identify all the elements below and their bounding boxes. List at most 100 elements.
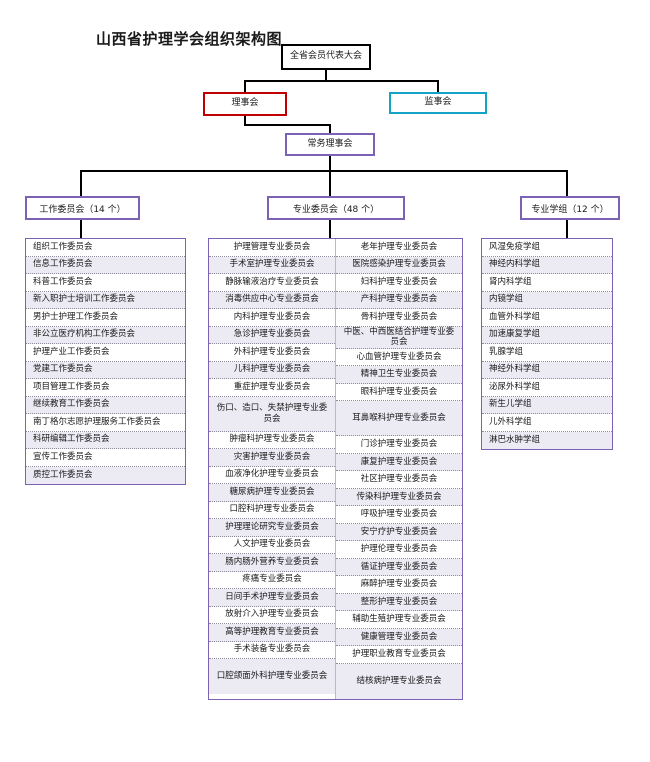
professional-committee-item[interactable]: 人文护理专业委员会 <box>209 537 335 554</box>
professional-committee-item[interactable]: 伤口、造口、失禁护理专业委员会 <box>209 396 335 432</box>
professional-group-item[interactable]: 加速康复学组 <box>482 326 612 344</box>
professional-committee-item[interactable]: 手术装备专业委员会 <box>209 642 335 659</box>
node-supervisory-board[interactable]: 监事会 <box>389 92 487 114</box>
table-professional-groups: 风湿免疫学组神经内科学组肾内科学组内镜学组血管外科学组加速康复学组乳腺学组神经外… <box>481 238 613 450</box>
professional-committee-item[interactable]: 口腔科护理专业委员会 <box>209 502 335 519</box>
section-header-work-committees-label: 工作委员会（14 个） <box>39 204 126 215</box>
section-header-professional-groups-label: 专业学组（12 个） <box>531 204 609 215</box>
connector-sections-bus <box>80 170 567 172</box>
professional-group-item[interactable]: 新生儿学组 <box>482 396 612 414</box>
professional-committee-item[interactable]: 外科护理专业委员会 <box>209 344 335 362</box>
professional-committee-item[interactable]: 护理职业教育专业委员会 <box>336 646 462 664</box>
professional-committee-item[interactable]: 内科护理专业委员会 <box>209 309 335 327</box>
node-standing-council-label: 常务理事会 <box>307 138 353 149</box>
professional-committee-item[interactable]: 口腔颌面外科护理专业委员会 <box>209 659 335 694</box>
professional-group-item[interactable]: 儿外科学组 <box>482 414 612 432</box>
node-council[interactable]: 理事会 <box>203 92 287 116</box>
work-committee-item[interactable]: 质控工作委员会 <box>26 466 185 484</box>
professional-committee-item[interactable]: 护理管理专业委员会 <box>209 239 335 257</box>
professional-committee-item[interactable]: 日间手术护理专业委员会 <box>209 589 335 607</box>
professional-committee-item[interactable]: 康复护理专业委员会 <box>336 453 462 472</box>
node-council-label: 理事会 <box>231 98 259 109</box>
professional-committee-item[interactable]: 护理理论研究专业委员会 <box>209 519 335 537</box>
connector-council-down <box>244 116 246 126</box>
professional-committee-item[interactable]: 辅助生殖护理专业委员会 <box>336 611 462 629</box>
professional-group-item[interactable]: 神经外科学组 <box>482 361 612 379</box>
connector-to-group-section <box>566 170 568 196</box>
work-committee-item[interactable]: 新入职护士培训工作委员会 <box>26 291 185 309</box>
connector-assembly-down <box>325 70 327 82</box>
professional-committee-item[interactable]: 手术室护理专业委员会 <box>209 256 335 274</box>
professional-committee-item[interactable]: 循证护理专业委员会 <box>336 558 462 577</box>
connector-assembly-bus <box>244 80 438 82</box>
professional-group-item[interactable]: 血管外科学组 <box>482 309 612 327</box>
work-committee-item[interactable]: 信息工作委员会 <box>26 256 185 274</box>
professional-group-item[interactable]: 风湿免疫学组 <box>482 239 612 257</box>
professional-group-item[interactable]: 泌尿外科学组 <box>482 379 612 397</box>
professional-group-item[interactable]: 乳腺学组 <box>482 344 612 362</box>
professional-committee-item[interactable]: 门诊护理专业委员会 <box>336 436 462 454</box>
professional-committee-item[interactable]: 急诊护理专业委员会 <box>209 326 335 344</box>
table-professional-committees-column-right: 老年护理专业委员会医院感染护理专业委员会妇科护理专业委员会产科护理专业委员会骨科… <box>335 239 462 699</box>
work-committee-item[interactable]: 继续教育工作委员会 <box>26 396 185 414</box>
work-committee-item[interactable]: 科普工作委员会 <box>26 274 185 292</box>
table-work-committees-column: 组织工作委员会信息工作委员会科普工作委员会新入职护士培训工作委员会男护士护理工作… <box>26 239 185 484</box>
professional-committee-item[interactable]: 社区护理专业委员会 <box>336 471 462 489</box>
work-committee-item[interactable]: 男护士护理工作委员会 <box>26 309 185 327</box>
professional-committee-item[interactable]: 精神卫生专业委员会 <box>336 366 462 384</box>
node-general-assembly-label: 全省会员代表大会 <box>289 51 362 62</box>
professional-committee-item[interactable]: 麻醉护理专业委员会 <box>336 576 462 594</box>
professional-committee-item[interactable]: 健康管理专业委员会 <box>336 628 462 647</box>
professional-committee-item[interactable]: 放射介入护理专业委员会 <box>209 607 335 624</box>
professional-committee-item[interactable]: 传染科护理专业委员会 <box>336 488 462 507</box>
work-committee-item[interactable]: 护理产业工作委员会 <box>26 344 185 362</box>
node-general-assembly[interactable]: 全省会员代表大会 <box>281 44 371 70</box>
work-committee-item[interactable]: 宣传工作委员会 <box>26 449 185 467</box>
professional-group-item[interactable]: 神经内科学组 <box>482 256 612 274</box>
professional-committee-item[interactable]: 结核病护理专业委员会 <box>336 663 462 699</box>
table-professional-committees: 护理管理专业委员会手术室护理专业委员会静脉输液治疗专业委员会消毒供应中心专业委员… <box>208 238 463 700</box>
professional-committee-item[interactable]: 高等护理教育专业委员会 <box>209 624 335 642</box>
professional-committee-item[interactable]: 消毒供应中心专业委员会 <box>209 291 335 309</box>
professional-committee-item[interactable]: 医院感染护理专业委员会 <box>336 256 462 274</box>
professional-committee-item[interactable]: 妇科护理专业委员会 <box>336 274 462 292</box>
work-committee-item[interactable]: 党建工作委员会 <box>26 361 185 379</box>
professional-group-item[interactable]: 内镜学组 <box>482 291 612 309</box>
work-committee-item[interactable]: 南丁格尔志愿护理服务工作委员会 <box>26 414 185 432</box>
section-header-professional-committees-label: 专业委员会（48 个） <box>292 204 380 215</box>
professional-committee-item[interactable]: 心血管护理专业委员会 <box>336 349 462 367</box>
professional-committee-item[interactable]: 呼吸护理专业委员会 <box>336 506 462 524</box>
professional-committee-item[interactable]: 老年护理专业委员会 <box>336 239 462 257</box>
professional-group-item[interactable]: 淋巴水肿学组 <box>482 431 612 449</box>
section-header-work-committees[interactable]: 工作委员会（14 个） <box>25 196 140 220</box>
professional-committee-item[interactable]: 糖尿病护理专业委员会 <box>209 484 335 502</box>
professional-committee-item[interactable]: 血液净化护理专业委员会 <box>209 467 335 484</box>
professional-committee-item[interactable]: 疼痛专业委员会 <box>209 572 335 589</box>
section-header-professional-committees[interactable]: 专业委员会（48 个） <box>267 196 405 220</box>
professional-group-item[interactable]: 肾内科学组 <box>482 274 612 292</box>
section-header-professional-groups[interactable]: 专业学组（12 个） <box>520 196 620 220</box>
professional-committee-item[interactable]: 整形护理专业委员会 <box>336 593 462 612</box>
professional-committee-item[interactable]: 灾害护理专业委员会 <box>209 449 335 467</box>
professional-committee-item[interactable]: 耳鼻喉科护理专业委员会 <box>336 401 462 437</box>
professional-committee-item[interactable]: 产科护理专业委员会 <box>336 291 462 309</box>
professional-committee-item[interactable]: 重症护理专业委员会 <box>209 379 335 397</box>
table-professional-committees-column-left: 护理管理专业委员会手术室护理专业委员会静脉输液治疗专业委员会消毒供应中心专业委员… <box>209 239 335 699</box>
connector-to-professional-section <box>329 170 331 196</box>
work-committee-item[interactable]: 组织工作委员会 <box>26 239 185 257</box>
professional-committee-item[interactable]: 中医、中西医结合护理专业委员会 <box>336 326 462 349</box>
work-committee-item[interactable]: 非公立医疗机构工作委员会 <box>26 326 185 344</box>
connector-standing-down <box>329 156 331 170</box>
professional-committee-item[interactable]: 肿瘤科护理专业委员会 <box>209 432 335 449</box>
professional-committee-item[interactable]: 眼科护理专业委员会 <box>336 384 462 402</box>
work-committee-item[interactable]: 项目管理工作委员会 <box>26 379 185 397</box>
connector-to-supervisory <box>437 80 439 92</box>
professional-committee-item[interactable]: 安宁疗护专业委员会 <box>336 523 462 542</box>
work-committee-item[interactable]: 科研编辑工作委员会 <box>26 431 185 449</box>
node-standing-council[interactable]: 常务理事会 <box>285 133 375 156</box>
professional-committee-item[interactable]: 骨科护理专业委员会 <box>336 309 462 327</box>
professional-committee-item[interactable]: 儿科护理专业委员会 <box>209 361 335 379</box>
professional-committee-item[interactable]: 肠内肠外营养专业委员会 <box>209 554 335 572</box>
professional-committee-item[interactable]: 护理伦理专业委员会 <box>336 541 462 559</box>
professional-committee-item[interactable]: 静脉输液治疗专业委员会 <box>209 274 335 292</box>
